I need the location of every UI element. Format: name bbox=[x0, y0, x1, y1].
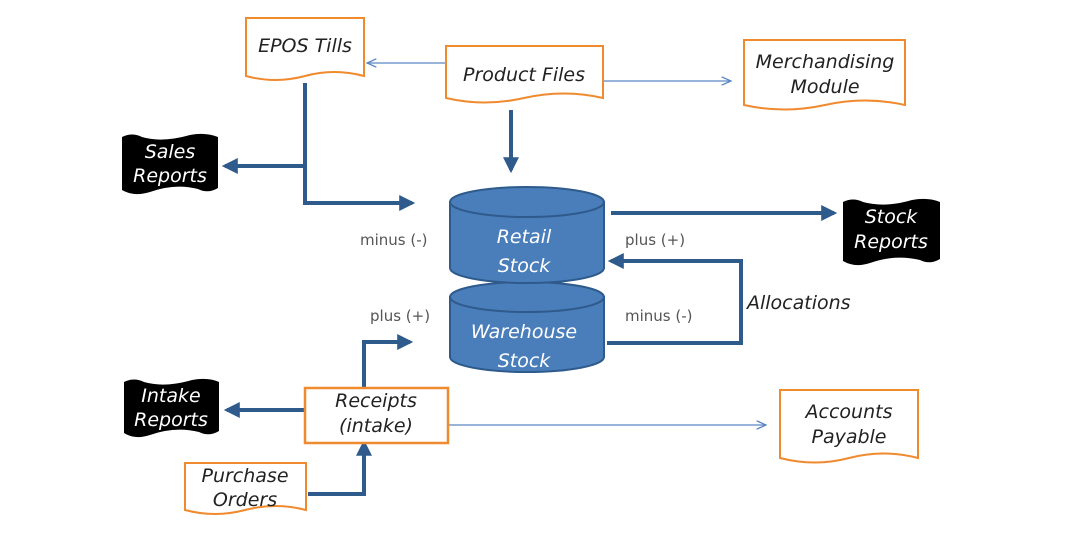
stock-reports-line1: Stock bbox=[865, 206, 919, 228]
retail-minus-annotation: minus (-) bbox=[360, 231, 428, 249]
retail-stock-line2: Stock bbox=[498, 255, 552, 277]
connectors bbox=[221, 63, 838, 496]
receipts-node[interactable]: Receipts (intake) bbox=[303, 386, 450, 445]
retail-stock-database[interactable]: Retail Stock bbox=[449, 186, 605, 284]
warehouse-plus-annotation: plus (+) bbox=[370, 307, 430, 325]
warehouse-stock-line2: Stock bbox=[498, 350, 552, 372]
purchase-orders-node[interactable]: Purchase Orders bbox=[184, 462, 307, 515]
purchase-orders-line1: Purchase bbox=[201, 465, 288, 487]
warehouse-stock-database[interactable]: Warehouse Stock bbox=[449, 281, 605, 373]
epos-tills-label: EPOS Tills bbox=[258, 35, 352, 57]
receipts-to-warehouse-arrow bbox=[362, 334, 414, 388]
retail-plus-annotation: plus (+) bbox=[625, 231, 685, 249]
merchandising-label-line2: Module bbox=[790, 76, 859, 98]
product-files-label: Product Files bbox=[463, 64, 585, 86]
retail-stock-line1: Retail bbox=[497, 226, 552, 248]
product-files-node[interactable]: Product Files bbox=[445, 45, 604, 104]
receipts-line2: (intake) bbox=[339, 415, 413, 437]
purchase-orders-line2: Orders bbox=[213, 489, 277, 511]
intake-reports-line1: Intake bbox=[141, 385, 200, 407]
merchandising-module-node[interactable]: Merchandising Module bbox=[743, 39, 906, 111]
intake-reports-line2: Reports bbox=[134, 409, 208, 431]
accounts-payable-line2: Payable bbox=[811, 426, 886, 448]
epos-tills-node[interactable]: EPOS Tills bbox=[245, 17, 365, 81]
sales-reports-node[interactable]: Sales Reports bbox=[122, 133, 218, 195]
sales-reports-line2: Reports bbox=[133, 165, 207, 187]
accounts-payable-node[interactable]: Accounts Payable bbox=[779, 389, 919, 464]
warehouse-stock-line1: Warehouse bbox=[471, 321, 577, 343]
stock-reports-line2: Reports bbox=[854, 231, 928, 253]
receipts-line1: Receipts bbox=[335, 390, 417, 412]
sales-reports-line1: Sales bbox=[145, 141, 196, 163]
accounts-payable-line1: Accounts bbox=[804, 401, 893, 423]
merchandising-label-line1: Merchandising bbox=[756, 51, 895, 73]
warehouse-to-retail-allocation-arrow bbox=[607, 253, 743, 345]
intake-reports-node[interactable]: Intake Reports bbox=[124, 378, 219, 438]
allocations-label: Allocations bbox=[745, 292, 851, 314]
warehouse-minus-annotation: minus (-) bbox=[625, 307, 693, 325]
stock-reports-node[interactable]: Stock Reports bbox=[843, 198, 940, 266]
purchase-to-receipts-arrow bbox=[308, 439, 372, 496]
